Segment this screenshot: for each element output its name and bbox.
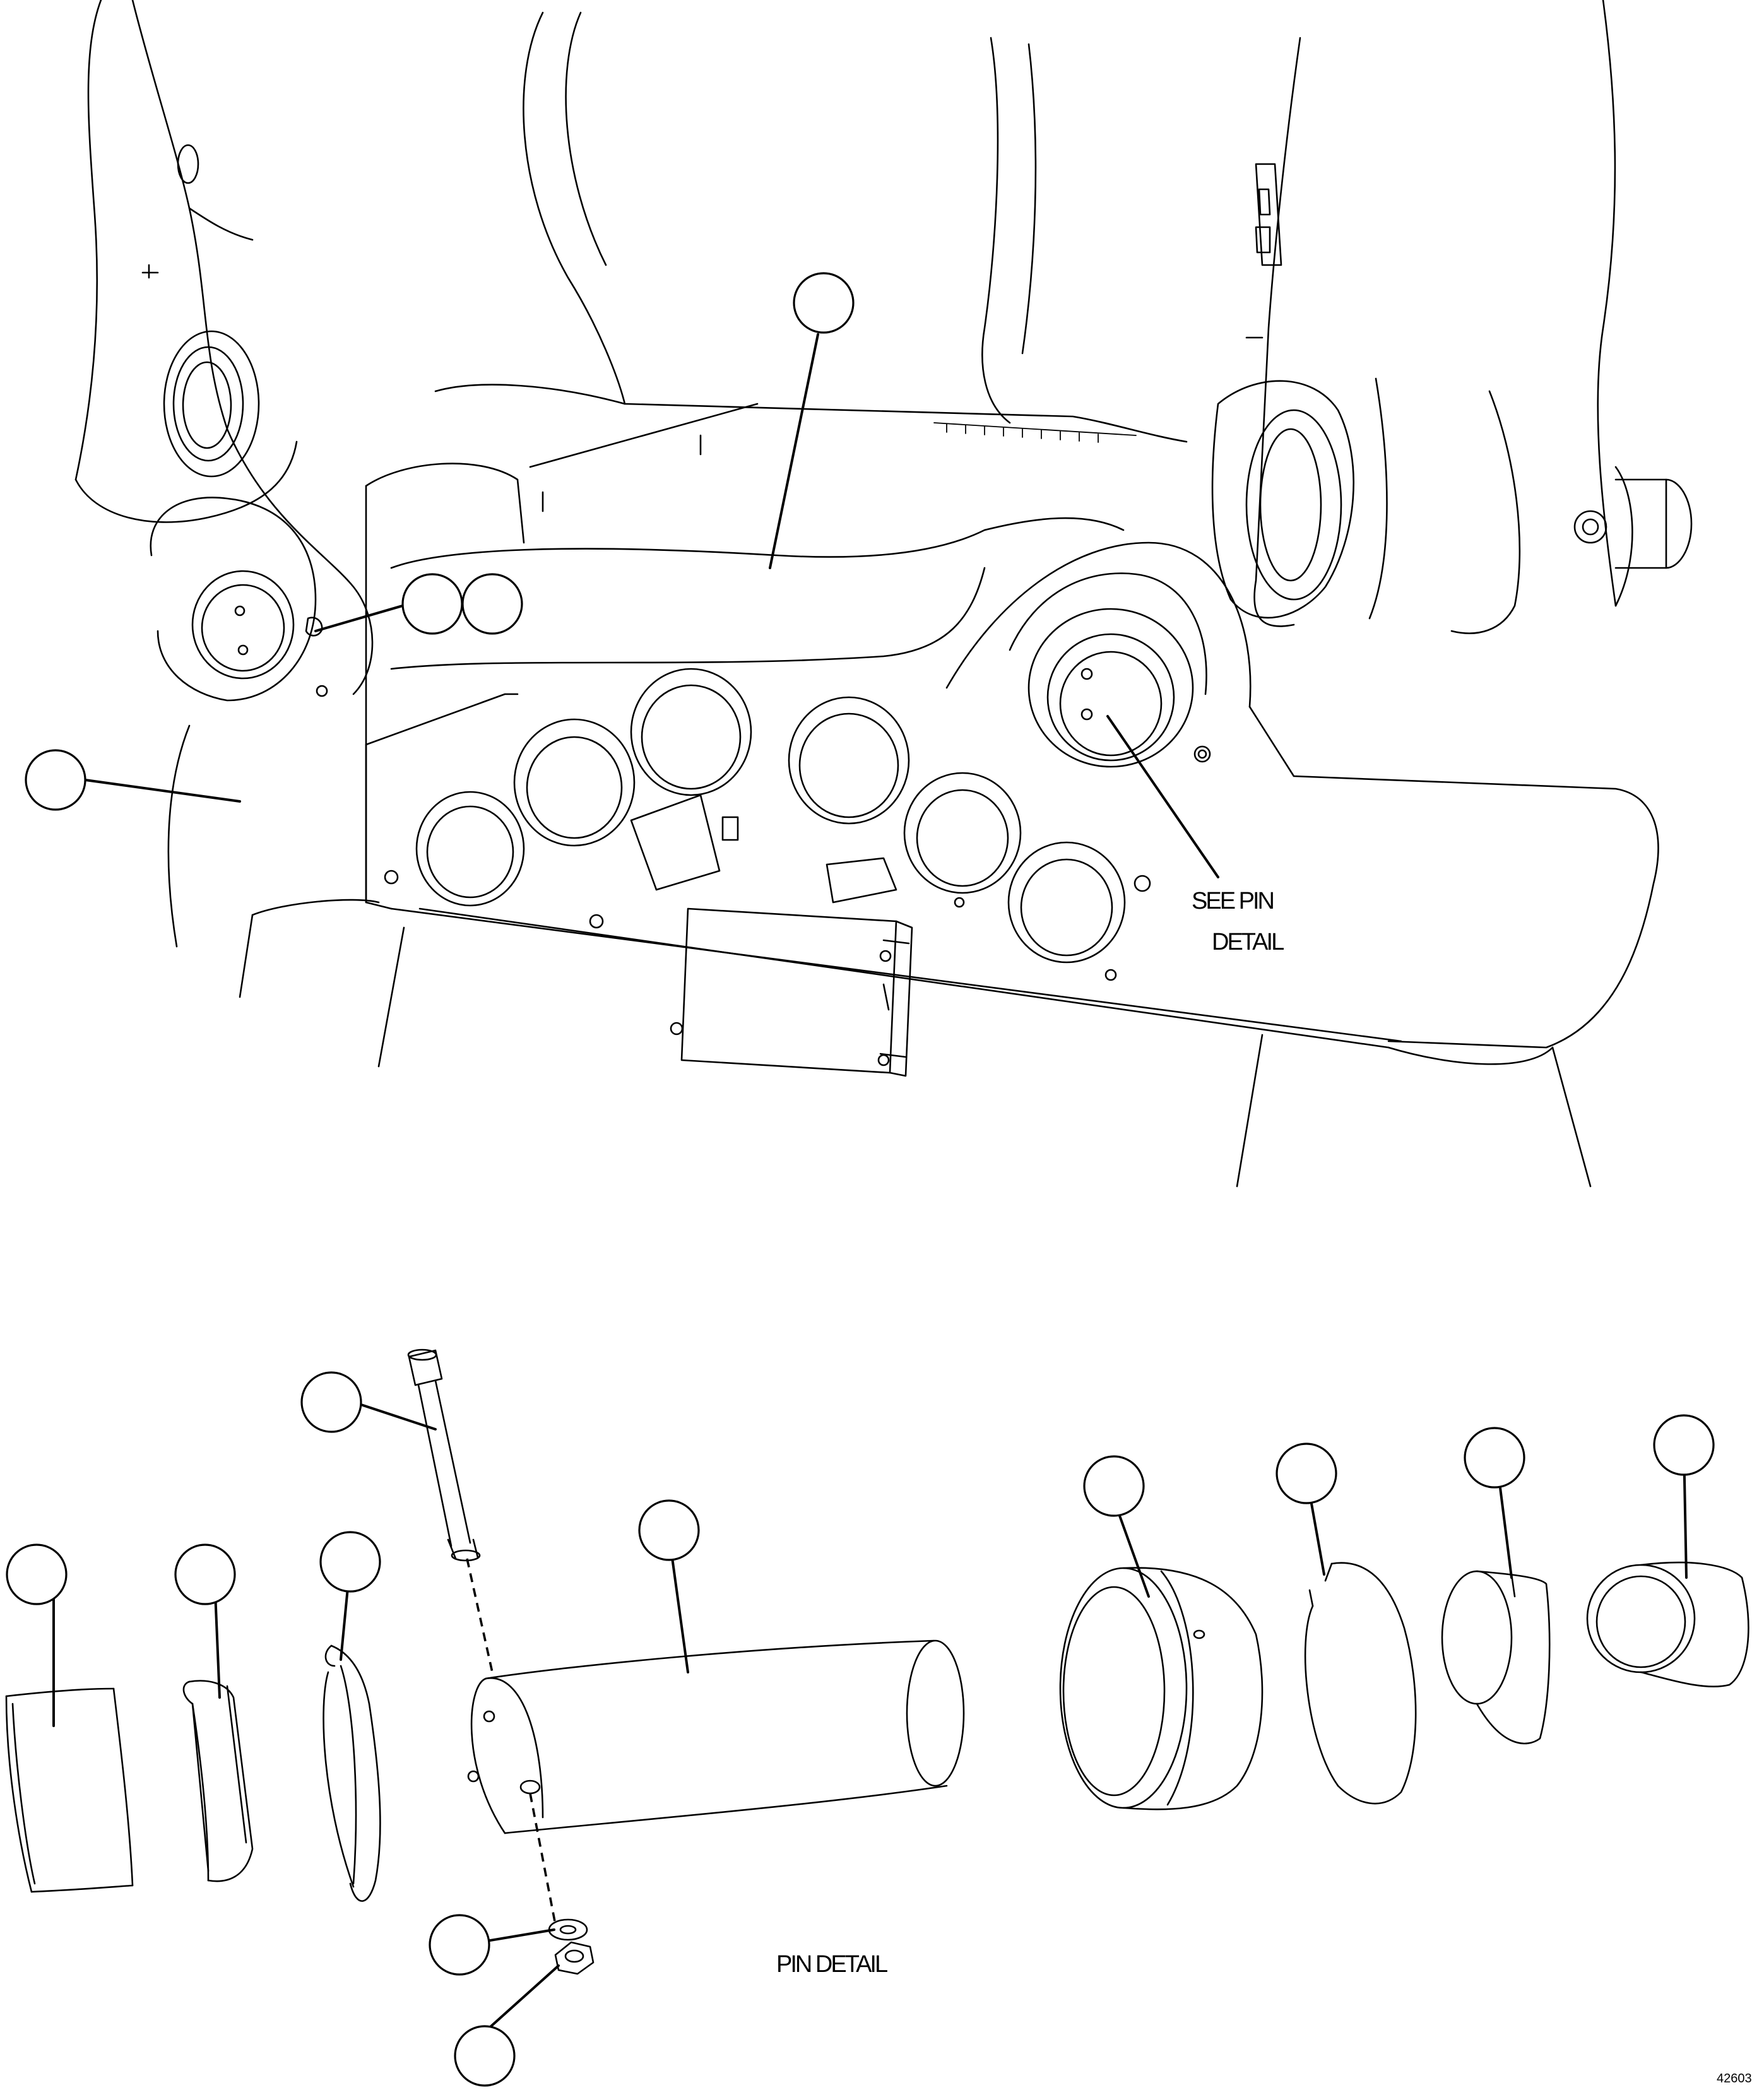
bolt — [407, 1348, 481, 1562]
callout-circle — [793, 272, 855, 334]
connector-6 — [1007, 841, 1126, 964]
see-pin-detail-label: SEE PIN — [1192, 888, 1273, 914]
flanged-bushing — [182, 1680, 254, 1882]
drawing-number: 42603 — [1717, 2072, 1752, 2086]
callout-circle — [300, 1371, 362, 1433]
connector-2 — [513, 718, 636, 847]
callout-circle — [454, 2025, 516, 2087]
bushing-ring-1 — [1441, 1570, 1551, 1745]
control-box — [670, 907, 913, 1077]
callout-circle — [1276, 1443, 1337, 1504]
bushing-ring-2 — [1586, 1561, 1749, 1687]
callout-circle — [429, 1914, 490, 1976]
connector-bank — [415, 668, 1151, 964]
callout-circle — [638, 1499, 700, 1561]
frame-bracket — [365, 403, 1659, 1049]
callout-circle — [1083, 1455, 1145, 1517]
main-pin — [467, 1639, 965, 1834]
callout-circle — [1464, 1427, 1525, 1489]
callout-circle — [25, 749, 86, 811]
pin-detail-label: PIN DETAIL — [776, 1951, 887, 1978]
callout-circle — [319, 1531, 381, 1593]
callout-circle — [174, 1543, 236, 1605]
callout-circle — [6, 1543, 68, 1605]
connector-1 — [415, 791, 525, 907]
callout-circle — [1653, 1414, 1715, 1476]
see-pin-detail-label-2: DETAIL — [1212, 929, 1284, 955]
spherical-bearing — [1059, 1567, 1264, 1810]
connector-4 — [788, 696, 910, 825]
pin-detail-view: PIN DETAIL — [5, 1348, 1749, 2087]
connector-3 — [630, 668, 752, 796]
snap-ring-right — [1304, 1562, 1417, 1805]
right-upright-arm — [1211, 0, 1693, 634]
connector-5 — [903, 772, 1022, 894]
upper-cylinder — [434, 11, 1188, 443]
nut — [554, 1941, 595, 1975]
snap-ring-left — [323, 1644, 381, 1902]
callout-circle — [461, 573, 523, 635]
bushing-left — [5, 1687, 134, 1893]
lower-frame — [167, 724, 1592, 1188]
left-boom-arm — [74, 0, 374, 702]
boom-assembly-view: SEE PIN DETAIL — [25, 0, 1693, 1188]
callout-circle — [401, 573, 463, 635]
